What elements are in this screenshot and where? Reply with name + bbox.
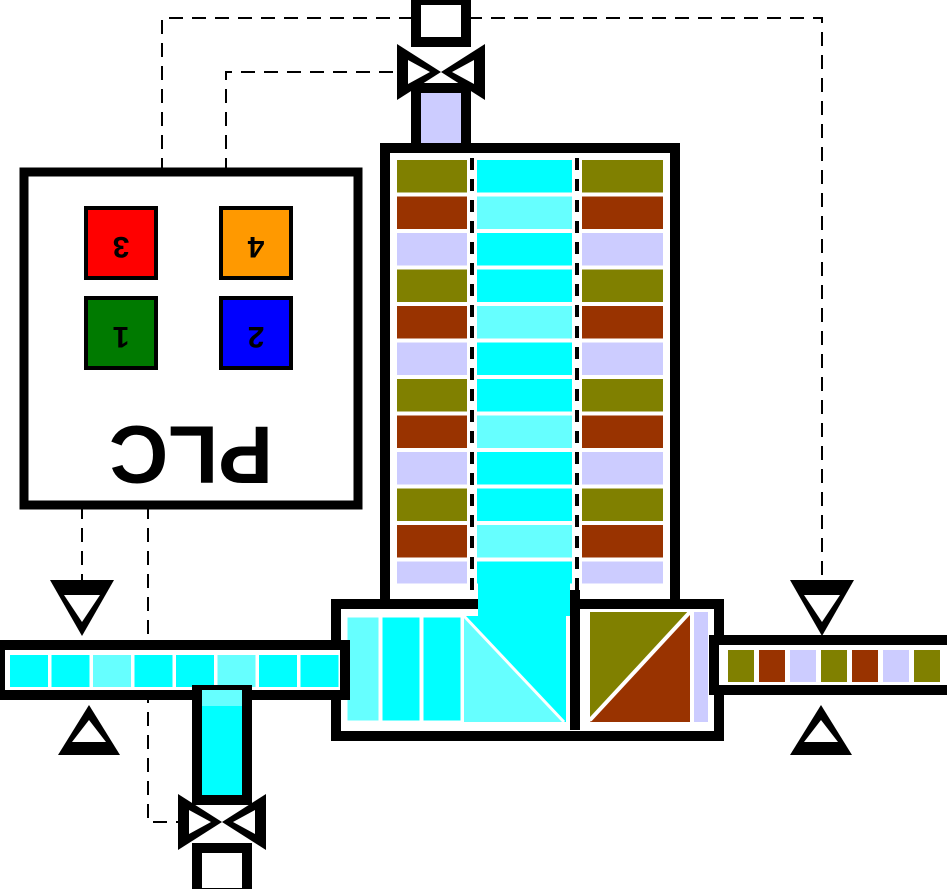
plc-button-label: 2 — [248, 320, 265, 353]
left-feed-pipe — [0, 640, 350, 700]
sensor-down-triangle-icon[interactable] — [50, 580, 114, 636]
left-pipe-cell — [259, 655, 297, 687]
column-side-band-right — [582, 269, 663, 302]
plc-controller: 3 4 1 2 PLC — [19, 167, 363, 510]
left-pipe-cell — [93, 655, 131, 687]
plc-label: PLC — [109, 408, 273, 499]
plc-button-label: 3 — [113, 230, 130, 263]
chamber-divider — [570, 590, 580, 730]
plc-button-1[interactable]: 1 — [84, 296, 158, 370]
column-center-tray — [477, 488, 572, 521]
column-side-band-right — [582, 525, 663, 558]
column-side-band-right — [582, 452, 663, 485]
left-sensors — [50, 580, 120, 755]
column-side-band-right — [582, 196, 663, 229]
valve-icon[interactable] — [178, 794, 266, 850]
column-side-band-right — [582, 233, 663, 266]
right-pipe-cells — [728, 650, 940, 682]
chamber-right-strip — [694, 612, 708, 722]
column-center-tray — [477, 525, 572, 558]
plc-buttons: 3 4 1 2 — [84, 206, 293, 370]
column-center-tray — [477, 269, 572, 302]
sensor-down-triangle-icon[interactable] — [790, 580, 854, 636]
left-pipe-cells — [10, 655, 339, 687]
right-pipe-cell — [883, 650, 909, 682]
column-side-band-left — [397, 452, 467, 485]
right-pipe-cell — [821, 650, 847, 682]
column-side-band-right — [582, 488, 663, 521]
column-center-tray — [477, 415, 572, 448]
column-side-band-left — [397, 233, 467, 266]
column-center-tray — [477, 379, 572, 412]
column-side-band-left — [397, 488, 467, 521]
column-center-tray — [477, 160, 572, 193]
column-side-band-left — [397, 561, 467, 584]
column-tower — [380, 143, 680, 613]
left-pipe-cell — [300, 655, 339, 687]
plc-button-2[interactable]: 2 — [219, 296, 293, 370]
left-pipe-cell — [10, 655, 48, 687]
right-pipe-cell — [852, 650, 878, 682]
plc-box — [19, 167, 363, 510]
column-center-tray — [477, 452, 572, 485]
left-pipe-cell — [51, 655, 90, 687]
left-pipe-cell — [176, 655, 214, 687]
signal-line-top-valve — [225, 71, 400, 172]
column-side-band-left — [397, 196, 467, 229]
top-inlet — [397, 0, 485, 165]
left-pipe-cell — [217, 655, 256, 687]
sensor-up-triangle-icon[interactable] — [790, 705, 852, 755]
column-side-band-left — [397, 379, 467, 412]
plc-button-4[interactable]: 4 — [219, 206, 293, 280]
column-side-band-right — [582, 342, 663, 375]
column-side-band-left — [397, 269, 467, 302]
bottom-outlet — [178, 685, 266, 889]
plc-button-3[interactable]: 3 — [84, 206, 158, 280]
column-side-band-left — [397, 342, 467, 375]
right-sensors — [790, 580, 854, 755]
signal-line-top-valve-outer — [161, 17, 823, 578]
left-pipe-cell — [134, 655, 173, 687]
right-pipe-cell — [728, 650, 754, 682]
center-feed — [478, 580, 570, 616]
column-side-band-left — [397, 415, 467, 448]
right-pipe-cell — [914, 650, 940, 682]
column-side-band-right — [582, 306, 663, 339]
column-side-band-left — [397, 525, 467, 558]
right-product-pipe — [709, 635, 947, 695]
plc-button-label: 4 — [247, 230, 264, 263]
signal-lines — [81, 17, 823, 823]
column-center-tray — [477, 196, 572, 229]
signal-line-bottom-valve — [147, 505, 180, 823]
top-pipe-upper — [411, 0, 471, 47]
separator-chamber — [331, 580, 724, 741]
valve-icon[interactable] — [397, 44, 485, 100]
sensor-up-triangle-icon[interactable] — [58, 705, 120, 755]
column-side-band-left — [397, 160, 467, 193]
column-side-band-right — [582, 379, 663, 412]
chamber-cell-2 — [379, 614, 423, 724]
right-pipe-cell — [790, 650, 816, 682]
column-bands — [397, 160, 663, 584]
column-center-tray — [477, 561, 572, 584]
plc-button-label: 1 — [113, 320, 130, 353]
column-center-tray — [477, 233, 572, 266]
column-center-tray — [477, 342, 572, 375]
right-pipe-cell — [759, 650, 785, 682]
bottom-pipe-lower — [192, 843, 252, 889]
chamber-cell-3 — [420, 614, 464, 724]
bottom-pipe-branch — [192, 685, 252, 805]
column-side-band-right — [582, 415, 663, 448]
column-center-tray — [477, 306, 572, 339]
column-side-band-right — [582, 561, 663, 584]
chamber-cell-1 — [344, 614, 382, 724]
column-side-band-left — [397, 306, 467, 339]
column-side-band-right — [582, 160, 663, 193]
